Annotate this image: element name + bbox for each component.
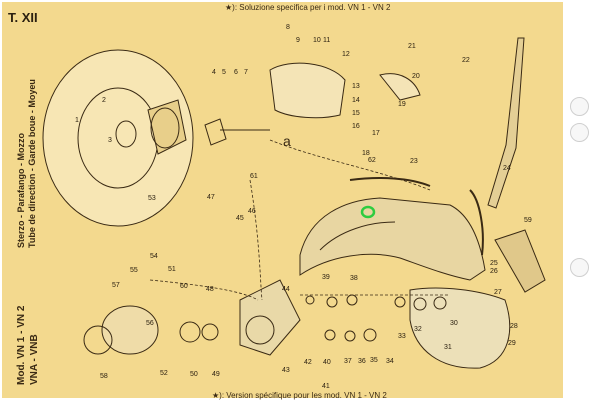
part-label-5: 5: [222, 69, 226, 76]
binder-hole-bottom: [570, 258, 589, 277]
part-label-27: 27: [494, 289, 502, 296]
part-label-46: 46: [248, 208, 256, 215]
part-label-22: 22: [462, 57, 470, 64]
brake-cam: [83, 325, 113, 355]
part-label-39: 39: [322, 274, 330, 281]
hub-flange-ring: [150, 107, 180, 149]
part-label-7: 7: [244, 69, 248, 76]
steering-tube: [487, 37, 525, 209]
part-label-12: 12: [342, 51, 350, 58]
part-label-37: 37: [344, 358, 352, 365]
part-label-3: 3: [108, 137, 112, 144]
part-label-48: 48: [206, 286, 214, 293]
washer-row: [179, 294, 447, 343]
brake-drum: [42, 49, 194, 227]
part-label-60: 60: [180, 283, 188, 290]
part-label-62: 62: [368, 157, 376, 164]
part-label-25: 25: [490, 260, 498, 267]
inset-letter: a: [283, 133, 291, 149]
part-label-17: 17: [372, 130, 380, 137]
part-label-54: 54: [150, 253, 158, 260]
part-label-51: 51: [168, 266, 176, 273]
fork-arm: [469, 189, 484, 256]
part-label-59: 59: [524, 217, 532, 224]
part-label-8: 8: [286, 24, 290, 31]
hub-carrier-bore: [245, 315, 275, 345]
binder-hole-top: [570, 97, 589, 116]
part-label-49: 49: [212, 371, 220, 378]
bottom-caption: ★): Version spécifique pour les mod. VN …: [212, 391, 387, 400]
part-label-52: 52: [160, 370, 168, 377]
plate-number: T. XII: [8, 10, 38, 25]
part-label-35: 35: [370, 357, 378, 364]
part-label-33: 33: [398, 333, 406, 340]
bracket-59: [494, 229, 546, 293]
part-label-10: 10: [313, 37, 321, 44]
part-label-24: 24: [503, 165, 511, 172]
hub-carrier: [239, 279, 301, 356]
part-label-42: 42: [304, 359, 312, 366]
part-label-28: 28: [510, 323, 518, 330]
part-label-61: 61: [250, 173, 258, 180]
leader-lines: [149, 139, 450, 301]
drum-hub: [115, 120, 137, 148]
part-label-47: 47: [207, 194, 215, 201]
part-label-40: 40: [323, 359, 331, 366]
part-label-19: 19: [398, 101, 406, 108]
top-caption: ★): Soluzione specifica per i mod. VN 1 …: [225, 3, 391, 12]
fender-rib: [319, 221, 396, 251]
fender: [299, 197, 486, 281]
part-label-15: 15: [352, 110, 360, 117]
part-label-58: 58: [100, 373, 108, 380]
fork-body: [409, 287, 511, 369]
brake-plate: [101, 305, 159, 355]
part-label-23: 23: [410, 158, 418, 165]
part-label-55: 55: [130, 267, 138, 274]
part-label-44: 44: [282, 286, 290, 293]
part-label-53: 53: [148, 195, 156, 202]
part-label-38: 38: [350, 275, 358, 282]
headlamp-cover: [269, 62, 346, 119]
part-label-34: 34: [386, 358, 394, 365]
hub-shaft: [204, 118, 270, 146]
part-label-30: 30: [450, 320, 458, 327]
highlight-marker: [360, 205, 376, 219]
part-label-56: 56: [146, 320, 154, 327]
part-label-50: 50: [190, 371, 198, 378]
part-label-13: 13: [352, 83, 360, 90]
part-label-26: 26: [490, 268, 498, 275]
part-label-16: 16: [352, 123, 360, 130]
part-label-9: 9: [296, 37, 300, 44]
part-label-45: 45: [236, 215, 244, 222]
part-label-57: 57: [112, 282, 120, 289]
part-label-43: 43: [282, 367, 290, 374]
part-label-31: 31: [444, 344, 452, 351]
part-label-6: 6: [234, 69, 238, 76]
part-label-1: 1: [75, 117, 79, 124]
part-label-20: 20: [412, 73, 420, 80]
part-label-14: 14: [352, 97, 360, 104]
part-label-2: 2: [102, 97, 106, 104]
part-label-21: 21: [408, 43, 416, 50]
binder-hole-middle: [570, 123, 589, 142]
part-label-18: 18: [362, 150, 370, 157]
part-label-32: 32: [414, 326, 422, 333]
fender-trim: [349, 177, 431, 187]
part-label-11: 11: [323, 37, 330, 44]
part-label-29: 29: [508, 340, 516, 347]
part-label-4: 4: [212, 69, 216, 76]
part-label-41: 41: [322, 383, 330, 390]
horn-cover: [379, 73, 421, 101]
part-label-36: 36: [358, 358, 366, 365]
